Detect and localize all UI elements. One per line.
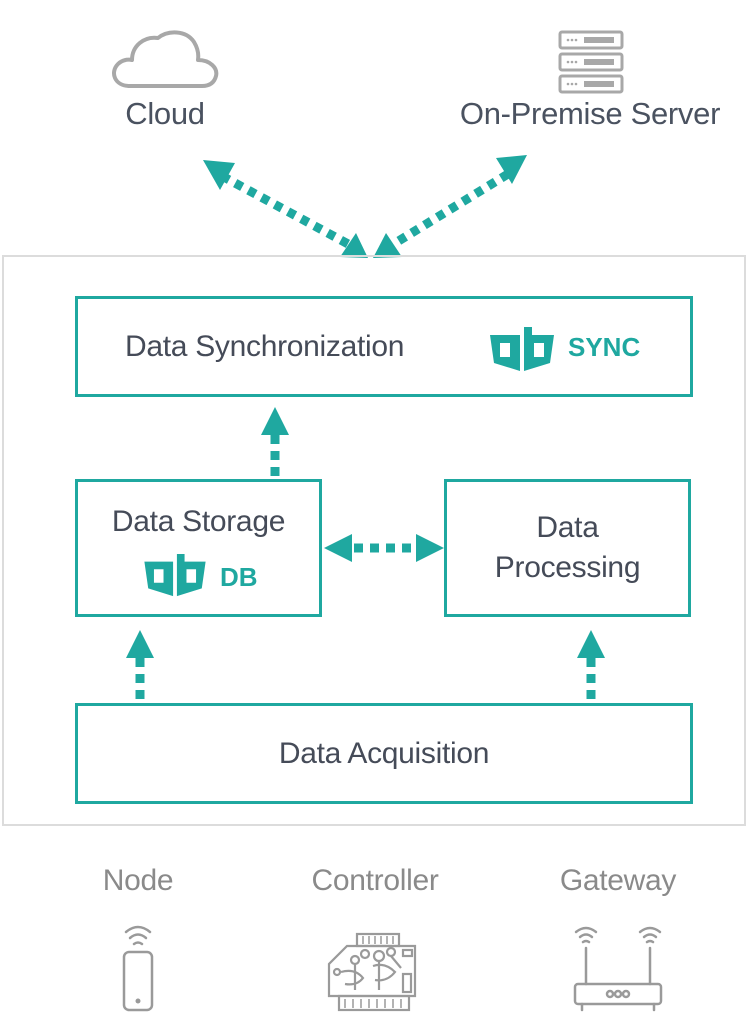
data-storage-block: Data Storage DB (75, 479, 322, 617)
cloud-label: Cloud (125, 96, 205, 131)
sync-brand-label: SYNC (568, 332, 641, 362)
data-acquisition-label: Data Acquisition (278, 736, 490, 770)
server-sync-arrow (373, 155, 527, 258)
data-processing-block: Data Processing (444, 479, 691, 617)
data-processing-label-line1: Data (536, 511, 599, 544)
device-label-gateway: Gateway (559, 864, 677, 897)
data-storage-label: Data Storage (111, 505, 286, 538)
cloud-icon (112, 30, 219, 88)
cloud-sync-arrow (203, 160, 368, 258)
storage-processing-arrow (324, 534, 444, 562)
wireless-node-icon (122, 925, 154, 1012)
ob-logo-icon (490, 327, 554, 371)
server-group: On-Premise Server (440, 28, 740, 138)
circuit-board-icon (327, 932, 417, 1012)
storage-to-sync-arrow (261, 407, 289, 481)
cloud-group: Cloud (100, 28, 230, 138)
data-synchronization-block: Data Synchronization SYNC (75, 296, 693, 397)
data-synchronization-label: Data Synchronization (125, 329, 405, 363)
server-label: On-Premise Server (459, 96, 721, 131)
device-label-node: Node (102, 864, 174, 897)
data-processing-label-line2: Processing (494, 551, 641, 584)
server-rack-icon (558, 30, 624, 94)
device-software-container (2, 255, 746, 826)
ob-logo-icon (144, 554, 206, 597)
acquisition-to-processing-arrow (577, 630, 605, 704)
cloud-server-connectors (203, 155, 527, 258)
db-brand-label: DB (220, 562, 258, 592)
router-icon (573, 926, 663, 1012)
acquisition-to-storage-arrow (126, 630, 154, 704)
data-acquisition-block: Data Acquisition (75, 703, 693, 804)
device-label-controller: Controller (311, 864, 439, 897)
